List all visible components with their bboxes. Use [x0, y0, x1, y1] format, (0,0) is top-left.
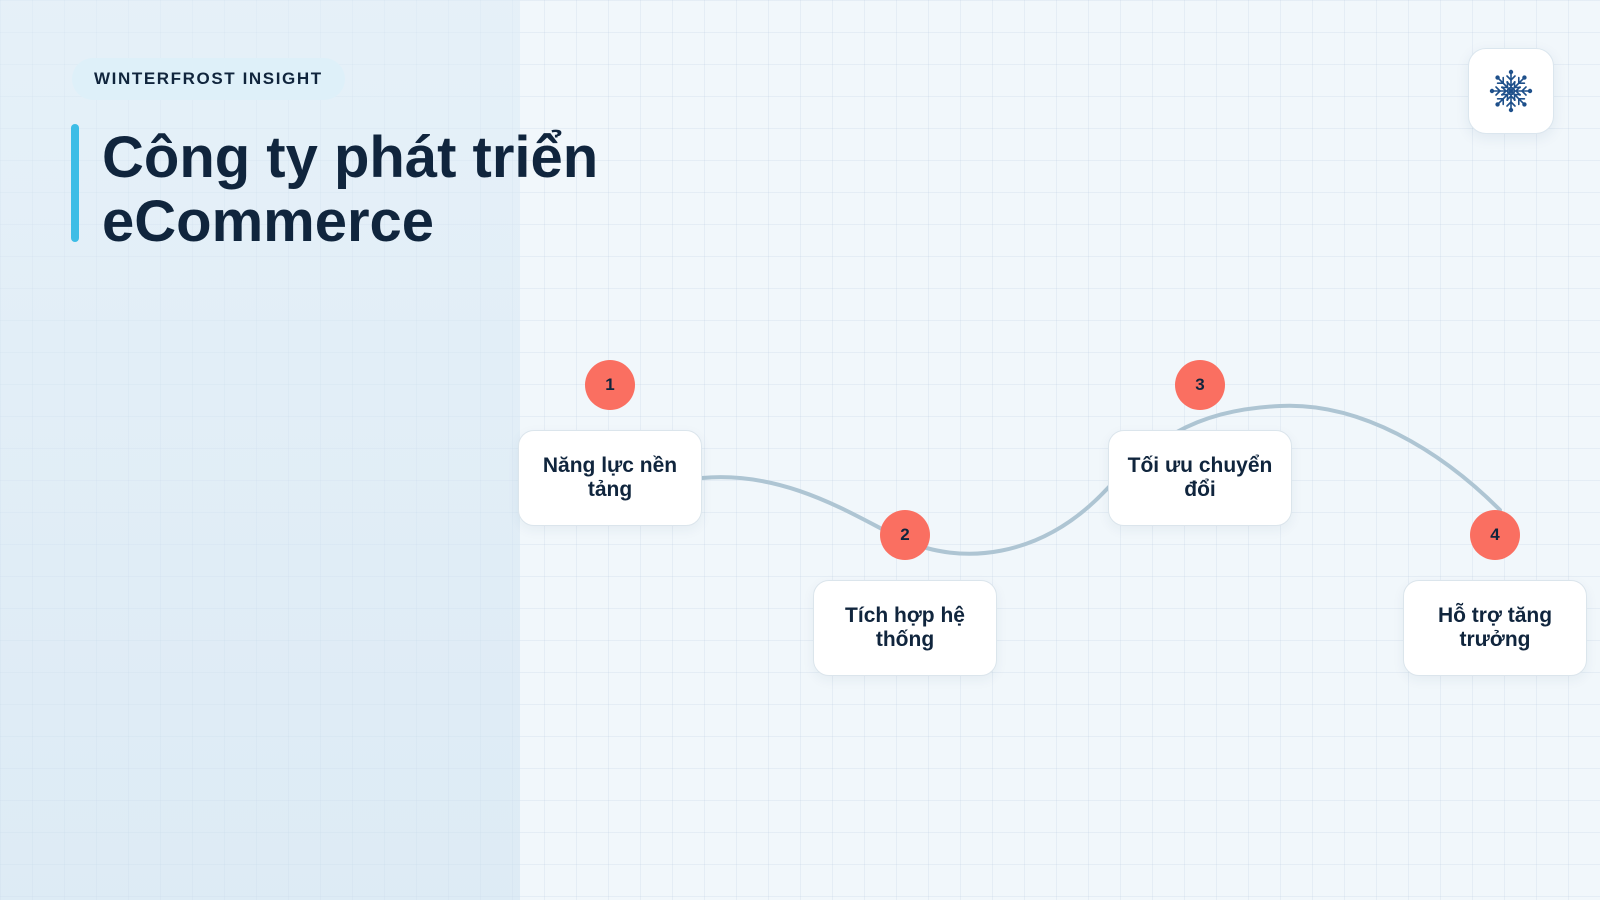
step-1-marker: 1: [585, 360, 635, 410]
step-3-card: Tối ưu chuyển đổi: [1108, 430, 1292, 526]
snowflake-icon: [1489, 69, 1533, 113]
step-3-label: Tối ưu chuyển đổi: [1127, 454, 1273, 501]
step-4-marker: 4: [1470, 510, 1520, 560]
step-1-card: Năng lực nền tảng: [518, 430, 702, 526]
step-4-label: Hỗ trợ tăng trưởng: [1437, 604, 1553, 651]
brand-badge: WINTERFROST INSIGHT: [72, 58, 345, 100]
step-1-label: Năng lực nền tảng: [542, 454, 678, 501]
brand-badge-label: WINTERFROST INSIGHT: [94, 69, 323, 88]
step-2-marker: 2: [880, 510, 930, 560]
page-title: Công ty phát triển eCommerce: [102, 125, 599, 254]
logo: [1468, 48, 1554, 134]
step-4-card: Hỗ trợ tăng trưởng: [1403, 580, 1587, 676]
left-panel: [0, 0, 520, 900]
title-accent-bar: [71, 124, 79, 242]
step-2-label: Tích hợp hệ thống: [845, 604, 965, 651]
step-2-card: Tích hợp hệ thống: [813, 580, 997, 676]
step-3-marker: 3: [1175, 360, 1225, 410]
